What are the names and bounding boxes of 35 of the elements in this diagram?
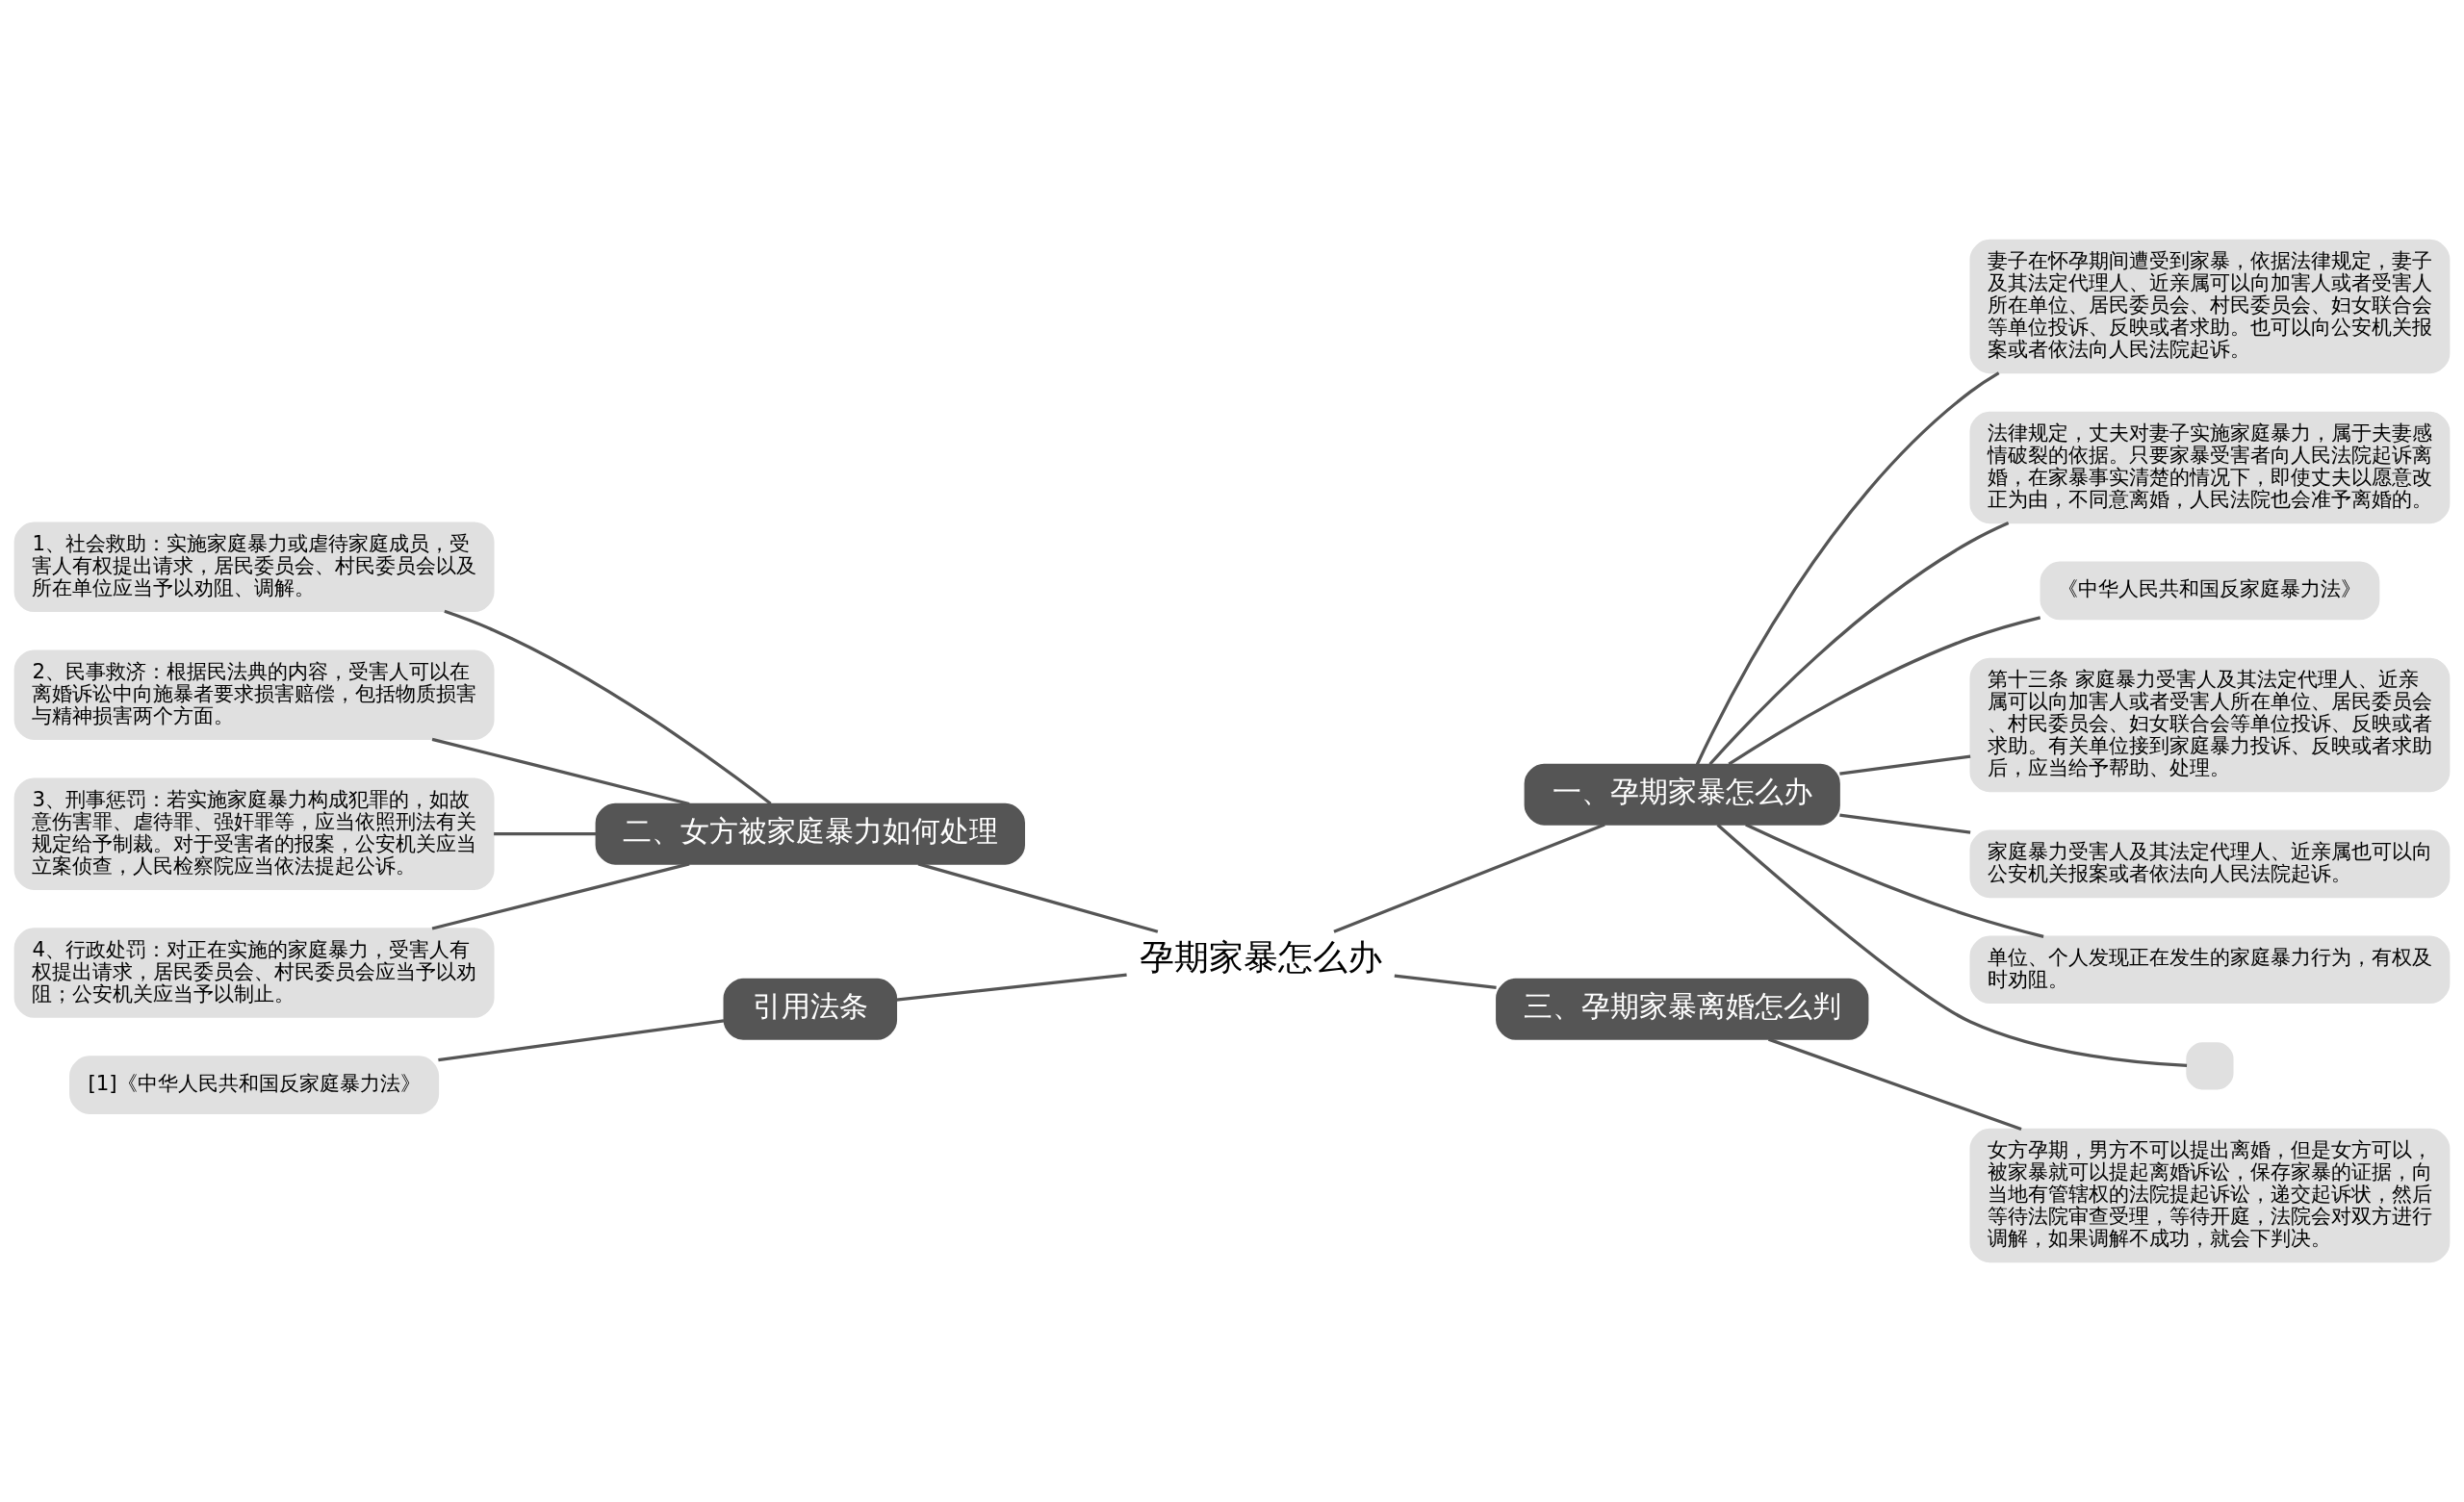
node-box: 家庭暴力受害人及其法定代理人、近亲属也可以向公安机关报案或者依法向人民法院起诉。 xyxy=(1969,829,2451,899)
node-box: 单位、个人发现正在发生的家庭暴力行为，有权及时劝阻。 xyxy=(1969,935,2451,1005)
connector xyxy=(1716,823,2188,1067)
node-box: [1]《中华人民共和国反家庭暴力法》 xyxy=(69,1056,440,1114)
node-box: 一、孕期家暴怎么办 xyxy=(1524,763,1840,826)
node-box xyxy=(2186,1042,2234,1090)
node-box: 4、行政处罚：对正在实施的家庭暴力，受害人有权提出请求，居民委员会、村民委员会应当予以劝阻；公安机关应当予以制止。 xyxy=(13,928,495,1018)
node-box: 1、社会救助：实施家庭暴力或虐待家庭成员，受害人有权提出请求，居民委员会、村民委员会以及所在单位应当予以劝阻、调解。 xyxy=(13,522,495,613)
node-box: 2、民事救济：根据民法典的内容，受害人可以在离婚诉讼中向施暴者要求损害赔偿，包括物质损害与精神损害两个方面。 xyxy=(13,649,495,740)
connector xyxy=(1394,974,1497,990)
node-box: 引用法条 xyxy=(723,978,898,1040)
node-text: 孕期家暴怎么办 xyxy=(1139,936,1382,979)
connector xyxy=(1768,1037,2022,1131)
connector xyxy=(1745,823,2044,938)
node-box: 第十三条 家庭暴力受害人及其法定代理人、近亲属可以向加害人或者受害人所在单位、居民委员会、村民委员会、妇女联合会等单位投诉、反映或者求助。有关单位接到家庭暴力投诉、反映或者求助后，应当给予帮助、处理。 xyxy=(1969,657,2451,793)
connector xyxy=(438,1019,725,1062)
connector xyxy=(1839,813,1971,834)
connector xyxy=(917,862,1159,933)
connector xyxy=(1333,823,1605,933)
connector xyxy=(896,973,1127,1002)
connector xyxy=(1839,754,1971,776)
node-box: 3、刑事惩罚：若实施家庭暴力构成犯罪的，如故意伤害罪、虐待罪、强奸罪等，应当依照刑法有关规定给予制裁。对于受害者的报案，公安机关应当立案侦查，人民检察院应当依法提起公诉。 xyxy=(13,777,495,890)
node-box: 三、孕期家暴离婚怎么判 xyxy=(1496,978,1869,1040)
connector xyxy=(1708,522,2010,766)
connector xyxy=(444,609,772,805)
connector xyxy=(1695,371,2000,766)
node-box: 妻子在怀孕期间遭受到家暴，依据法律规定，妻子及其法定代理人、近亲属可以向加害人或者受害人所在单位、居民委员会、村民委员会、妇女联合会等单位投诉、反映或者求助。也可以向公安机关报案或者依法向人民法院起诉。 xyxy=(1969,239,2451,374)
connector xyxy=(431,862,690,930)
connector xyxy=(1728,616,2041,766)
node-box: 《中华人民共和国反家庭暴力法》 xyxy=(2040,561,2380,621)
connector xyxy=(494,832,597,836)
connector xyxy=(431,737,690,806)
node-box: 女方孕期，男方不可以提出离婚，但是女方可以，被家暴就可以提起离婚诉讼，保存家暴的证据，向当地有管辖权的法院提起诉讼，递交起诉状，然后等待法院审查受理，等待开庭，法院会对双方进行调解，如果调解不成功，就会下判决。 xyxy=(1969,1128,2451,1263)
node-box: 法律规定，丈夫对妻子实施家庭暴力，属于夫妻感情破裂的依据。只要家暴受害者向人民法院起诉离婚，在家暴事实清楚的情况下，即使丈夫以愿意改正为由，不同意离婚，人民法院也会准予离婚的。 xyxy=(1969,411,2451,524)
node-box: 二、女方被家庭暴力如何处理 xyxy=(595,802,1025,865)
